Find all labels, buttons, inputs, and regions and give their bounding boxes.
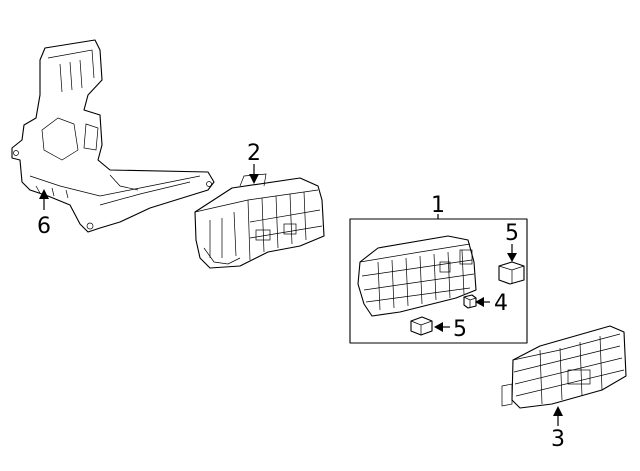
callout-5-lower: 5 [434,317,467,342]
callout-3: 3 [551,406,565,452]
module-part [501,325,627,409]
housing-part [194,173,325,269]
callout-4-label: 4 [494,291,508,316]
fuse-block-part [357,235,477,317]
callout-6: 6 [37,189,51,239]
callout-5-lower-label: 5 [453,317,467,342]
callout-1-label: 1 [431,193,445,218]
bracket-part [11,39,215,233]
callout-2: 2 [247,141,261,184]
callout-5-upper-label: 5 [505,221,519,246]
callout-4: 4 [475,291,508,316]
callout-6-label: 6 [37,214,51,239]
relay-part-lower [410,316,433,336]
fuse-part [463,294,477,309]
callout-1: 1 [431,193,445,219]
callout-5-upper: 5 [505,221,519,262]
callout-3-label: 3 [551,427,565,452]
relay-part-upper [498,261,525,285]
callout-2-label: 2 [247,141,261,166]
